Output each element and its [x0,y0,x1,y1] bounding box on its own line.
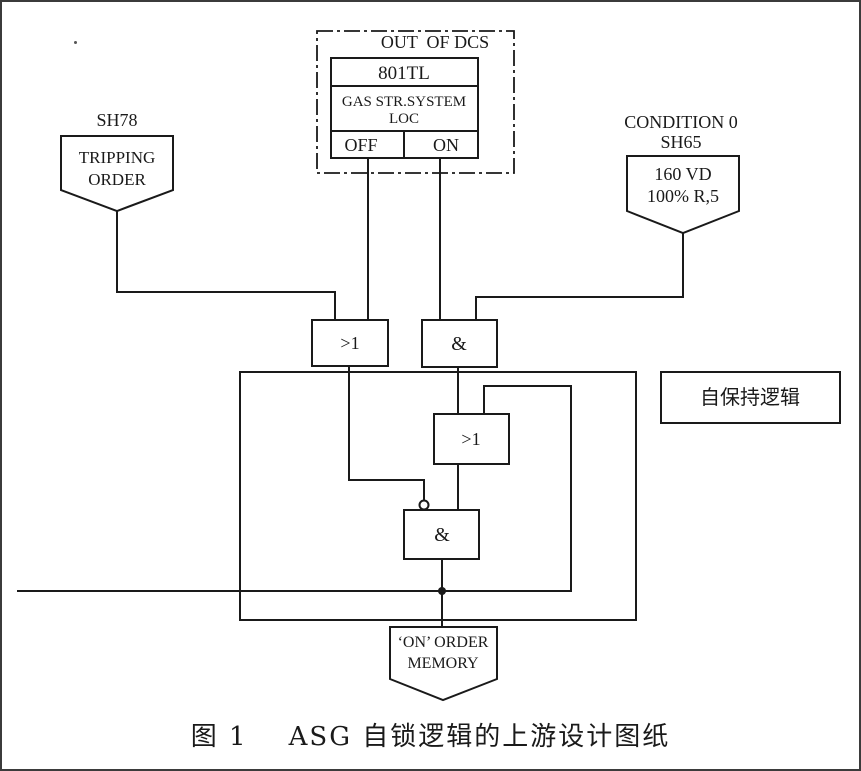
and-gate-top-symbol: & [451,333,467,355]
self-hold-label: 自保持逻辑 [700,385,800,409]
dcs-desc-line2: LOC [389,111,419,127]
sh78-connector-shape [60,135,174,213]
or-gate-top-symbol: >1 [340,333,359,353]
wire-or-to-inverter [348,366,425,500]
output-line2: MEMORY [407,655,479,672]
output-line1: ‘ON’ ORDER [398,634,489,651]
condition-connector-shape [626,155,740,235]
or-gate-inner-symbol: >1 [461,429,480,449]
wire-feedback-loop [442,385,572,592]
condition-title: CONDITION 0 [624,112,737,132]
inverter-bubble [418,499,430,511]
condition-line1: 160 VD [654,164,711,184]
dcs-dashed-box [316,30,515,174]
self-hold-frame [239,371,637,621]
figure-caption: 图 1 ASG 自锁逻辑的上游设计图纸 [190,722,671,752]
wire-sh78-to-or [116,211,336,320]
or-gate-inner [433,413,510,465]
dcs-off-label: OFF [344,135,377,155]
wire-condition-to-and [475,233,684,320]
speck [74,41,77,44]
dcs-desc-line1: GAS STR.SYSTEM [342,94,466,110]
condition-line2: 100% R,5 [647,186,719,206]
and-gate-inner-symbol: & [434,524,450,546]
sh78-line1: TRIPPING [79,148,156,167]
and-gate-top [421,319,498,368]
sh78-ref: SH78 [96,110,137,130]
sh78-line2: ORDER [88,170,146,189]
self-hold-label-box [660,371,841,424]
junction-dot [438,587,446,595]
condition-ref: SH65 [660,132,701,152]
output-connector-shape [389,626,498,702]
dcs-header: OUT OF DCS [381,32,489,52]
dcs-tag: 801TL [378,63,430,84]
dcs-on-label: ON [433,135,459,155]
